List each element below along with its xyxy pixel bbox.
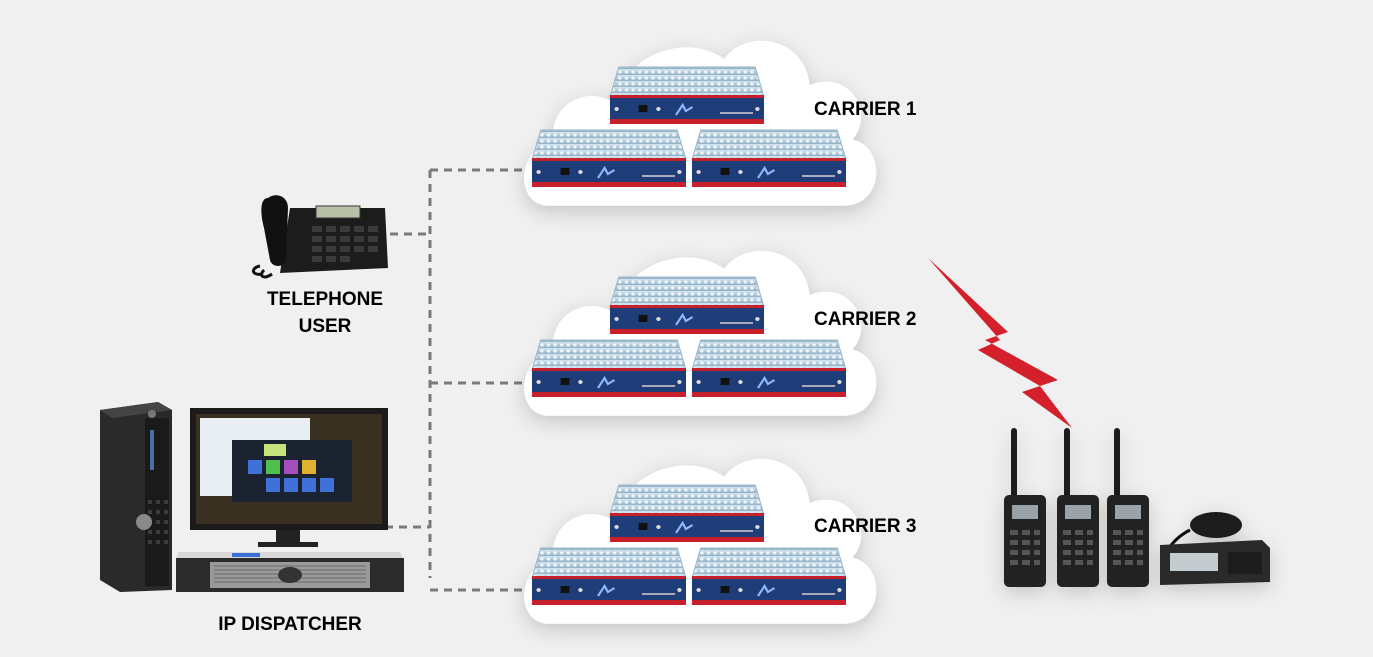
rack-server-icon bbox=[176, 552, 404, 592]
carrier-3-cloud bbox=[524, 458, 877, 624]
desk-phone-icon bbox=[252, 195, 388, 279]
connection-lines bbox=[385, 168, 530, 592]
telephone-user-label-line2: USER bbox=[299, 316, 352, 337]
ip-dispatcher-label: IP DISPATCHER bbox=[218, 614, 362, 635]
lightning-bolt-icon bbox=[928, 258, 1072, 428]
carrier-1-cloud bbox=[524, 40, 877, 206]
carrier-3-label: CARRIER 3 bbox=[814, 516, 916, 537]
telephone-user-label-line1: TELEPHONE bbox=[267, 289, 383, 310]
carrier-2-cloud bbox=[524, 250, 877, 416]
carrier-1-label: CARRIER 1 bbox=[814, 99, 917, 120]
carrier-2-label: CARRIER 2 bbox=[814, 309, 916, 330]
desktop-computer-icon bbox=[100, 402, 388, 592]
handheld-radios-icon bbox=[1004, 428, 1270, 587]
